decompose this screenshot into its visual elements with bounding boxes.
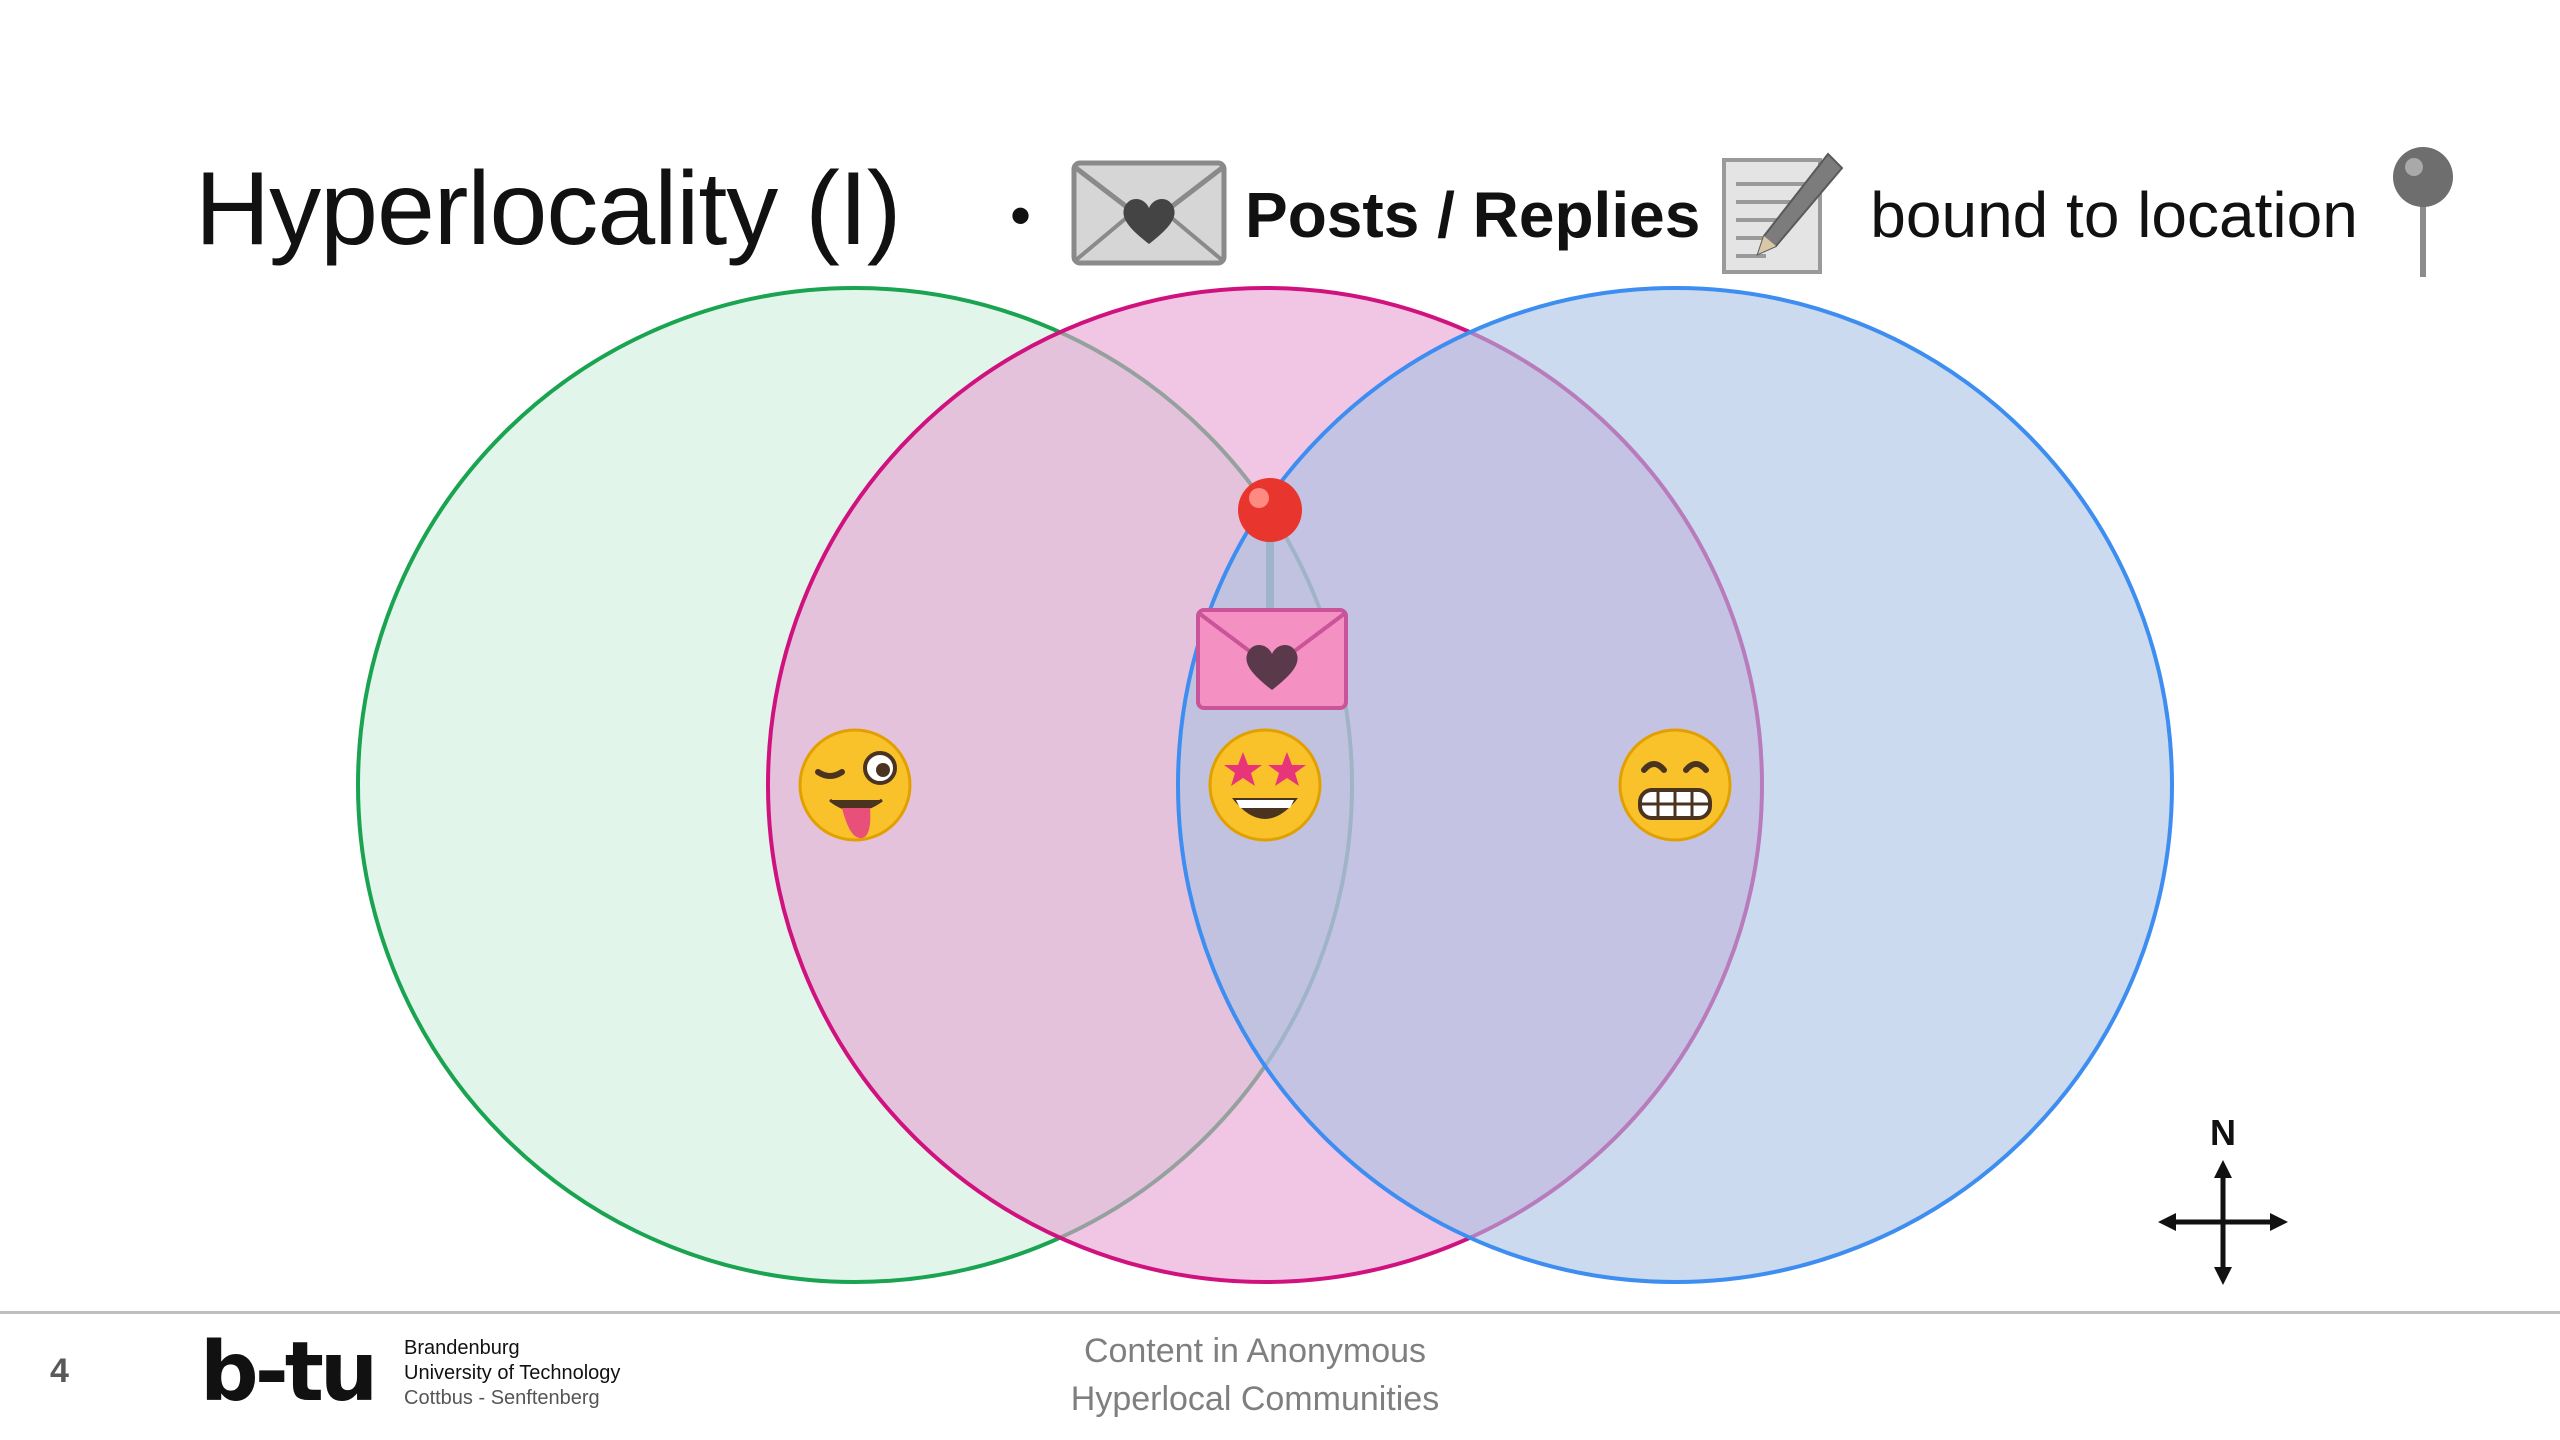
star-struck-face-icon: [1208, 728, 1322, 842]
round-pushpin-icon: [2388, 145, 2458, 286]
university-line-2: University of Technology: [404, 1362, 621, 1384]
love-letter-icon: [1071, 160, 1227, 271]
bullet-bold-text: Posts / Replies: [1245, 179, 1701, 251]
page-number: 4: [50, 1352, 69, 1390]
winking-face-with-tongue-icon: [798, 728, 912, 842]
footer-caption-line-1: Content in Anonymous: [1083, 1332, 1427, 1370]
university-line-1: Brandenburg: [404, 1337, 520, 1359]
love-letter-icon: [1196, 608, 1348, 710]
university-line-3: Cottbus - Senftenberg: [404, 1387, 600, 1409]
bullet-marker: •: [1010, 181, 1032, 249]
bullet-line: • Posts / Replies bound: [1010, 140, 2458, 290]
footer-caption-line-2: Hyperlocal Communities: [1070, 1380, 1440, 1418]
btu-logo: b-tu: [200, 1325, 390, 1425]
bullet-plain-text: bound to location: [1870, 179, 2358, 251]
slide-title: Hyperlocality (I): [195, 151, 901, 267]
beaming-grinning-face-icon: [1618, 728, 1732, 842]
logo-text: b-tu: [200, 1330, 374, 1420]
red-pushpin-icon: [1238, 478, 1302, 615]
footer-caption: Content in Anonymous Hyperlocal Communit…: [1000, 1327, 1510, 1423]
compass-rose-icon: N: [2158, 1112, 2288, 1285]
compass-north-label: N: [2210, 1112, 2236, 1153]
university-name: Brandenburg University of Technology Cot…: [404, 1336, 620, 1411]
footer-divider: [0, 1311, 2560, 1314]
memo-icon: [1720, 150, 1844, 281]
